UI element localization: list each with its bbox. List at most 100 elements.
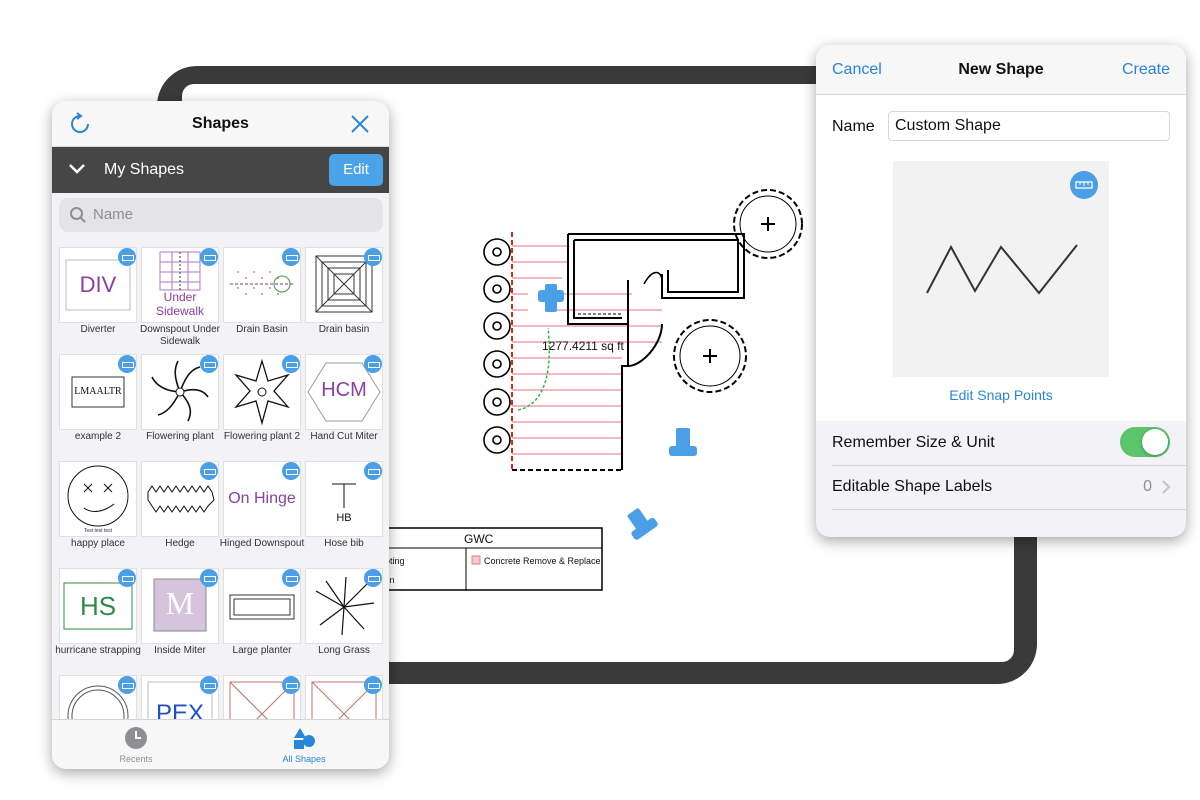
ruler-badge-icon	[118, 355, 136, 373]
hose-bib-icon	[538, 284, 564, 312]
shape-item-drain-basin-2[interactable]: Drain basin	[305, 247, 383, 354]
new-shape-form: Name Edit Snap Points	[816, 95, 1186, 465]
ruler-badge-icon	[282, 462, 300, 480]
legend: GWC ooting Concrete Remove & Replace tio…	[377, 527, 603, 591]
zigzag-shape	[926, 244, 1078, 295]
shape-thumbnail: Test test test	[59, 461, 137, 537]
ruler-badge-icon	[200, 569, 218, 587]
tree-icon	[733, 189, 803, 259]
shapes-icon	[294, 728, 315, 749]
ruler-badge-icon	[364, 676, 382, 694]
shape-label: Inside Miter	[154, 645, 206, 656]
ruler-icon[interactable]	[1070, 171, 1098, 199]
shape-item-hedge[interactable]: Hedge	[141, 461, 219, 568]
search-icon	[70, 207, 86, 223]
new-shape-title: New Shape	[958, 61, 1044, 78]
site-plan-drawing[interactable]: 1277.4211 sq ft GWC	[182, 84, 1014, 662]
shape-label: example 2	[74, 431, 122, 442]
shapes-grid: DIV Diverter Under Sidewalk Downspout Un…	[55, 247, 383, 769]
shape-label: Hand Cut Miter	[310, 431, 378, 442]
shape-item-downspout-under-sidewalk[interactable]: Under Sidewalk Downspout Under Sidewalk	[140, 247, 220, 354]
thumb-text: Test test test	[83, 528, 113, 534]
shape-item-hand-cut-miter[interactable]: HCM Hand Cut Miter	[305, 354, 383, 461]
shape-label: Hinged Downspout	[219, 538, 305, 549]
shape-item-diverter[interactable]: DIV Diverter	[59, 247, 137, 354]
thumb-text: DIV	[79, 272, 117, 297]
name-field[interactable]	[888, 111, 1170, 141]
shapes-panel: Shapes My Shapes Edit Name DIV Diverter	[52, 101, 389, 769]
edit-snap-points-button[interactable]: Edit Snap Points	[949, 387, 1053, 403]
ruler-badge-icon	[282, 248, 300, 266]
thumb-text: M	[165, 585, 195, 621]
shape-label: Large planter	[232, 645, 292, 656]
shape-item-example-2[interactable]: LMAALTR example 2	[59, 354, 137, 461]
clock-icon	[125, 727, 147, 749]
remember-size-row[interactable]: Remember Size & Unit	[816, 421, 1186, 466]
editable-labels-label: Editable Shape Labels	[832, 478, 993, 495]
tab-all-shapes[interactable]: All Shapes	[220, 720, 388, 769]
area-label: 1277.4211 sq ft	[542, 339, 625, 353]
ruler-badge-icon	[282, 569, 300, 587]
ruler-badge-icon	[200, 676, 218, 694]
create-button[interactable]: Create	[1121, 61, 1170, 78]
divider	[832, 509, 1186, 510]
thumb-text: HB	[336, 512, 352, 524]
chevron-down-icon[interactable]	[68, 162, 86, 176]
thumb-text: HCM	[321, 379, 367, 401]
shape-item-hurricane-strapping[interactable]: HS hurricane strapping	[55, 568, 141, 675]
ruler-badge-icon	[200, 462, 218, 480]
hose-bib-icon	[627, 508, 658, 540]
search-placeholder: Name	[93, 206, 134, 223]
thumb-text: On Hinge	[228, 490, 296, 507]
my-shapes-section[interactable]: My Shapes Edit	[52, 147, 389, 193]
legend-item: ooting	[380, 556, 405, 566]
remember-size-label: Remember Size & Unit	[832, 434, 995, 451]
shape-item-hinged-downspout[interactable]: On Hinge Hinged Downspout	[220, 461, 304, 568]
remember-size-toggle[interactable]	[1120, 427, 1170, 457]
shape-label: Long Grass	[318, 645, 370, 656]
shape-item-large-planter[interactable]: Large planter	[223, 568, 301, 675]
refresh-icon[interactable]	[68, 112, 92, 136]
ruler-badge-icon	[282, 355, 300, 373]
shape-item-flowering-plant[interactable]: Flowering plant	[141, 354, 219, 461]
editable-labels-row[interactable]: Editable Shape Labels 0	[816, 465, 1186, 510]
shape-item-drain-basin[interactable]: Drain Basin	[223, 247, 301, 354]
shape-label: hurricane strapping	[55, 645, 141, 656]
ruler-badge-icon	[364, 569, 382, 587]
shape-thumbnail: DIV	[59, 247, 137, 323]
thumb-text: LMAALTR	[74, 386, 122, 397]
divider	[832, 465, 1186, 466]
shape-item-happy-place[interactable]: Test test test happy place	[59, 461, 137, 568]
tree-icon	[673, 319, 747, 393]
house-outline	[512, 233, 745, 471]
ruler-badge-icon	[364, 248, 382, 266]
hose-bib-icon	[669, 428, 697, 456]
shape-label: Drain Basin	[236, 324, 288, 335]
ruler-badge-icon	[200, 248, 218, 266]
shape-thumbnail: M	[141, 568, 219, 644]
cancel-button[interactable]: Cancel	[832, 61, 882, 78]
shape-label: Drain basin	[318, 324, 370, 335]
shape-item-long-grass[interactable]: Long Grass	[305, 568, 383, 675]
legend-item: Concrete Remove & Replace	[484, 556, 601, 566]
tab-label: Recents	[119, 754, 153, 764]
search-input[interactable]: Name	[59, 198, 383, 232]
shape-item-hose-bib[interactable]: HB Hose bib	[305, 461, 383, 568]
close-icon[interactable]	[349, 113, 371, 135]
shape-thumbnail: On Hinge	[223, 461, 301, 537]
edit-button[interactable]: Edit	[329, 154, 383, 186]
tab-recents[interactable]: Recents	[52, 720, 220, 769]
legend-title: GWC	[464, 532, 494, 546]
ruler-badge-icon	[118, 248, 136, 266]
shape-item-inside-miter[interactable]: M Inside Miter	[141, 568, 219, 675]
shape-label: Diverter	[80, 324, 116, 335]
new-shape-panel: Cancel New Shape Create Name Edit Snap P…	[816, 45, 1186, 537]
shape-label: Hedge	[165, 538, 195, 549]
shape-preview[interactable]	[893, 161, 1109, 377]
shape-thumbnail: HB	[305, 461, 383, 537]
ruler-badge-icon	[200, 355, 218, 373]
shape-item-flowering-plant-2[interactable]: Flowering plant 2	[223, 354, 301, 461]
chevron-right-icon	[1162, 480, 1170, 494]
editable-labels-count: 0	[1143, 478, 1152, 495]
tab-label: All Shapes	[282, 754, 326, 764]
